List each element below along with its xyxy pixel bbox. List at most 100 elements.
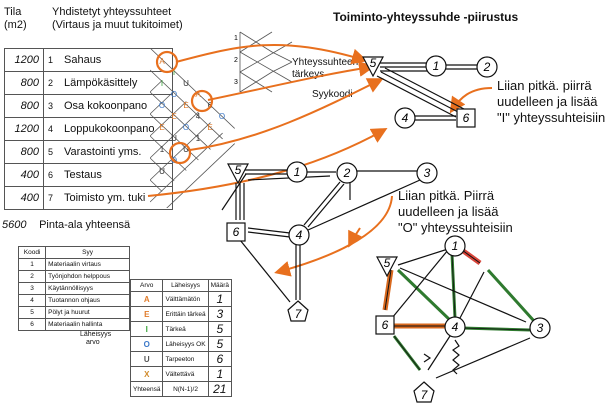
legend-importance-text: Yhteyssuhteen tärkeys [292, 57, 359, 80]
arrow-note1 [449, 87, 493, 114]
node-label: 6 [233, 225, 240, 239]
closeness-value: I [129, 321, 164, 337]
closeness-count: 6 [207, 351, 233, 367]
node-label: 5 [370, 56, 377, 70]
matrix-code: U [171, 134, 177, 143]
total-area-row: 5600 Pinta-ala yhteensä [2, 219, 130, 231]
reason-text: Materiaalin hallinta [45, 318, 130, 331]
department-number: 5 [48, 147, 54, 157]
department-name: Testaus [64, 169, 102, 181]
node-pentagon [413, 381, 435, 403]
node-pentagon [287, 300, 309, 322]
node-label: 7 [421, 388, 429, 402]
node-label: 5 [235, 163, 242, 177]
node-circle [425, 55, 447, 77]
total-area-value: 5600 [2, 219, 27, 231]
node-circle [416, 162, 438, 184]
arrow-a-to-diagram1 [175, 43, 368, 65]
node-label: 4 [402, 111, 409, 125]
node-circle [444, 316, 466, 338]
reason-code: 4 [17, 294, 47, 307]
node-circle [394, 107, 416, 129]
area-header-unit: (m2) [4, 19, 27, 31]
total-area-label: Pinta-ala yhteensä [39, 219, 131, 231]
closeness-side-label-2: arvo [86, 339, 100, 346]
reason-text: Käytännöllisyys [45, 282, 130, 295]
closeness-total-label: Yhteensä [129, 381, 164, 397]
matrix-code: E [183, 101, 188, 110]
orange-arrows [147, 43, 493, 277]
closeness-value: U [129, 351, 164, 367]
closeness-total-formula: N(N-1)/2 [162, 381, 209, 397]
note2-line1: Liian pitkä. Piirrä [398, 188, 495, 203]
closeness-value: O [129, 336, 164, 352]
legend-row-3: 3 [234, 79, 238, 86]
node-label: 3 [424, 166, 431, 180]
matrix-legend: 1 2 3 [234, 31, 293, 93]
node-label: 1 [452, 239, 459, 253]
department-number: 4 [48, 124, 54, 134]
matrix-code: E [171, 112, 176, 121]
closeness-text: Erittäin tärkeä [162, 306, 209, 322]
closeness-value: X [129, 366, 164, 382]
node-square [226, 222, 246, 242]
node-triangle-down [227, 163, 249, 185]
legend-reason-label: Syykoodi [312, 89, 353, 100]
arrow-e2-to-diagram1 [189, 78, 384, 151]
department-name: Varastointi yms. [64, 146, 142, 158]
node-label: 3 [537, 321, 544, 335]
department-name: Loppukokoonpano [64, 123, 155, 135]
legend-row-2: 2 [234, 57, 238, 64]
reason-code-header: Koodi [17, 246, 47, 259]
closeness-total-count: 21 [207, 381, 233, 397]
department-number: 6 [48, 170, 54, 180]
department-name: Toimisto ym. tuki [64, 192, 146, 204]
reason-text: Tuotannon ohjaus [45, 294, 130, 307]
area-header-title: Tila [4, 6, 22, 18]
department-area: 800 [4, 71, 44, 95]
matrix-code: U [183, 145, 189, 154]
node-circle [286, 161, 308, 183]
closeness-count: 3 [207, 306, 233, 322]
node-label: 4 [452, 320, 459, 334]
matrix-code: U [183, 79, 189, 88]
note2-line2: uudelleen ja lisää [398, 204, 499, 219]
reason-code: 2 [17, 270, 47, 283]
reason-header: Syy [45, 246, 130, 259]
highlight-circle-e [190, 89, 214, 113]
matrix-code: I [161, 79, 163, 88]
note1-line1: Liian pitkä. piirrä [497, 78, 592, 93]
closeness-text: Välttämätön [162, 291, 209, 307]
matrix-code: 4 [196, 112, 201, 121]
department-name-cell: 6 Testaus [43, 163, 173, 187]
department-number: 3 [48, 101, 54, 111]
closeness-value: A [129, 291, 164, 307]
node-square [375, 315, 395, 335]
matrix-code: E [207, 123, 212, 132]
legend-importance-label: Yhteyssuhteen tärkeys [292, 57, 362, 81]
closeness-text: Tarpeeton [162, 351, 209, 367]
matrix-code: 1 [196, 134, 201, 143]
highlight-circle-e2 [168, 141, 192, 165]
note-redraw-i: Liian pitkä. piirrä uudelleen ja lisää "… [497, 78, 605, 126]
department-area: 1200 [4, 117, 44, 141]
department-name: Sahaus [64, 54, 102, 66]
node-label: 1 [294, 165, 301, 179]
reason-code: 5 [17, 306, 47, 319]
arrow-note2-small [348, 227, 363, 248]
department-area: 800 [4, 140, 44, 164]
node-square [456, 108, 476, 128]
closeness-text: Vältettävä [162, 366, 209, 382]
area-column-header: Tila (m2) [4, 6, 27, 32]
